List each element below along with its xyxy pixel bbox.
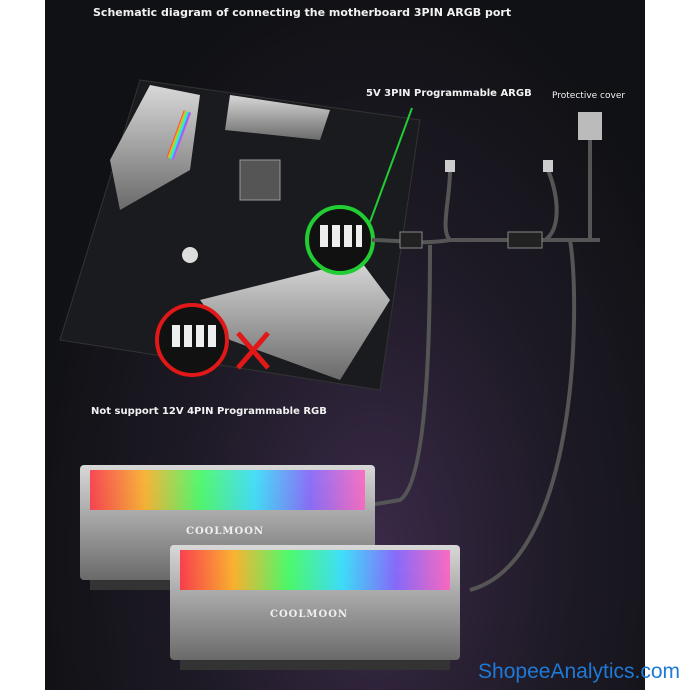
motherboard [59,79,421,391]
not-support-label: Not support 12V 4PIN Programmable RGB [91,406,327,417]
ram-brand-2: COOLMOON [270,609,349,620]
protective-cover-label: Protective cover [552,91,626,101]
cross-icon [236,331,270,370]
diagram-title: Schematic diagram of connecting the moth… [93,6,512,19]
ram-brand-1: COOLMOON [186,526,265,537]
watermark: ShopeeAnalytics.com [478,660,680,683]
ram-stick-2 [170,545,460,670]
protective-cover [578,112,602,140]
argb-label: 5V 3PIN Programmable ARGB [366,88,532,99]
